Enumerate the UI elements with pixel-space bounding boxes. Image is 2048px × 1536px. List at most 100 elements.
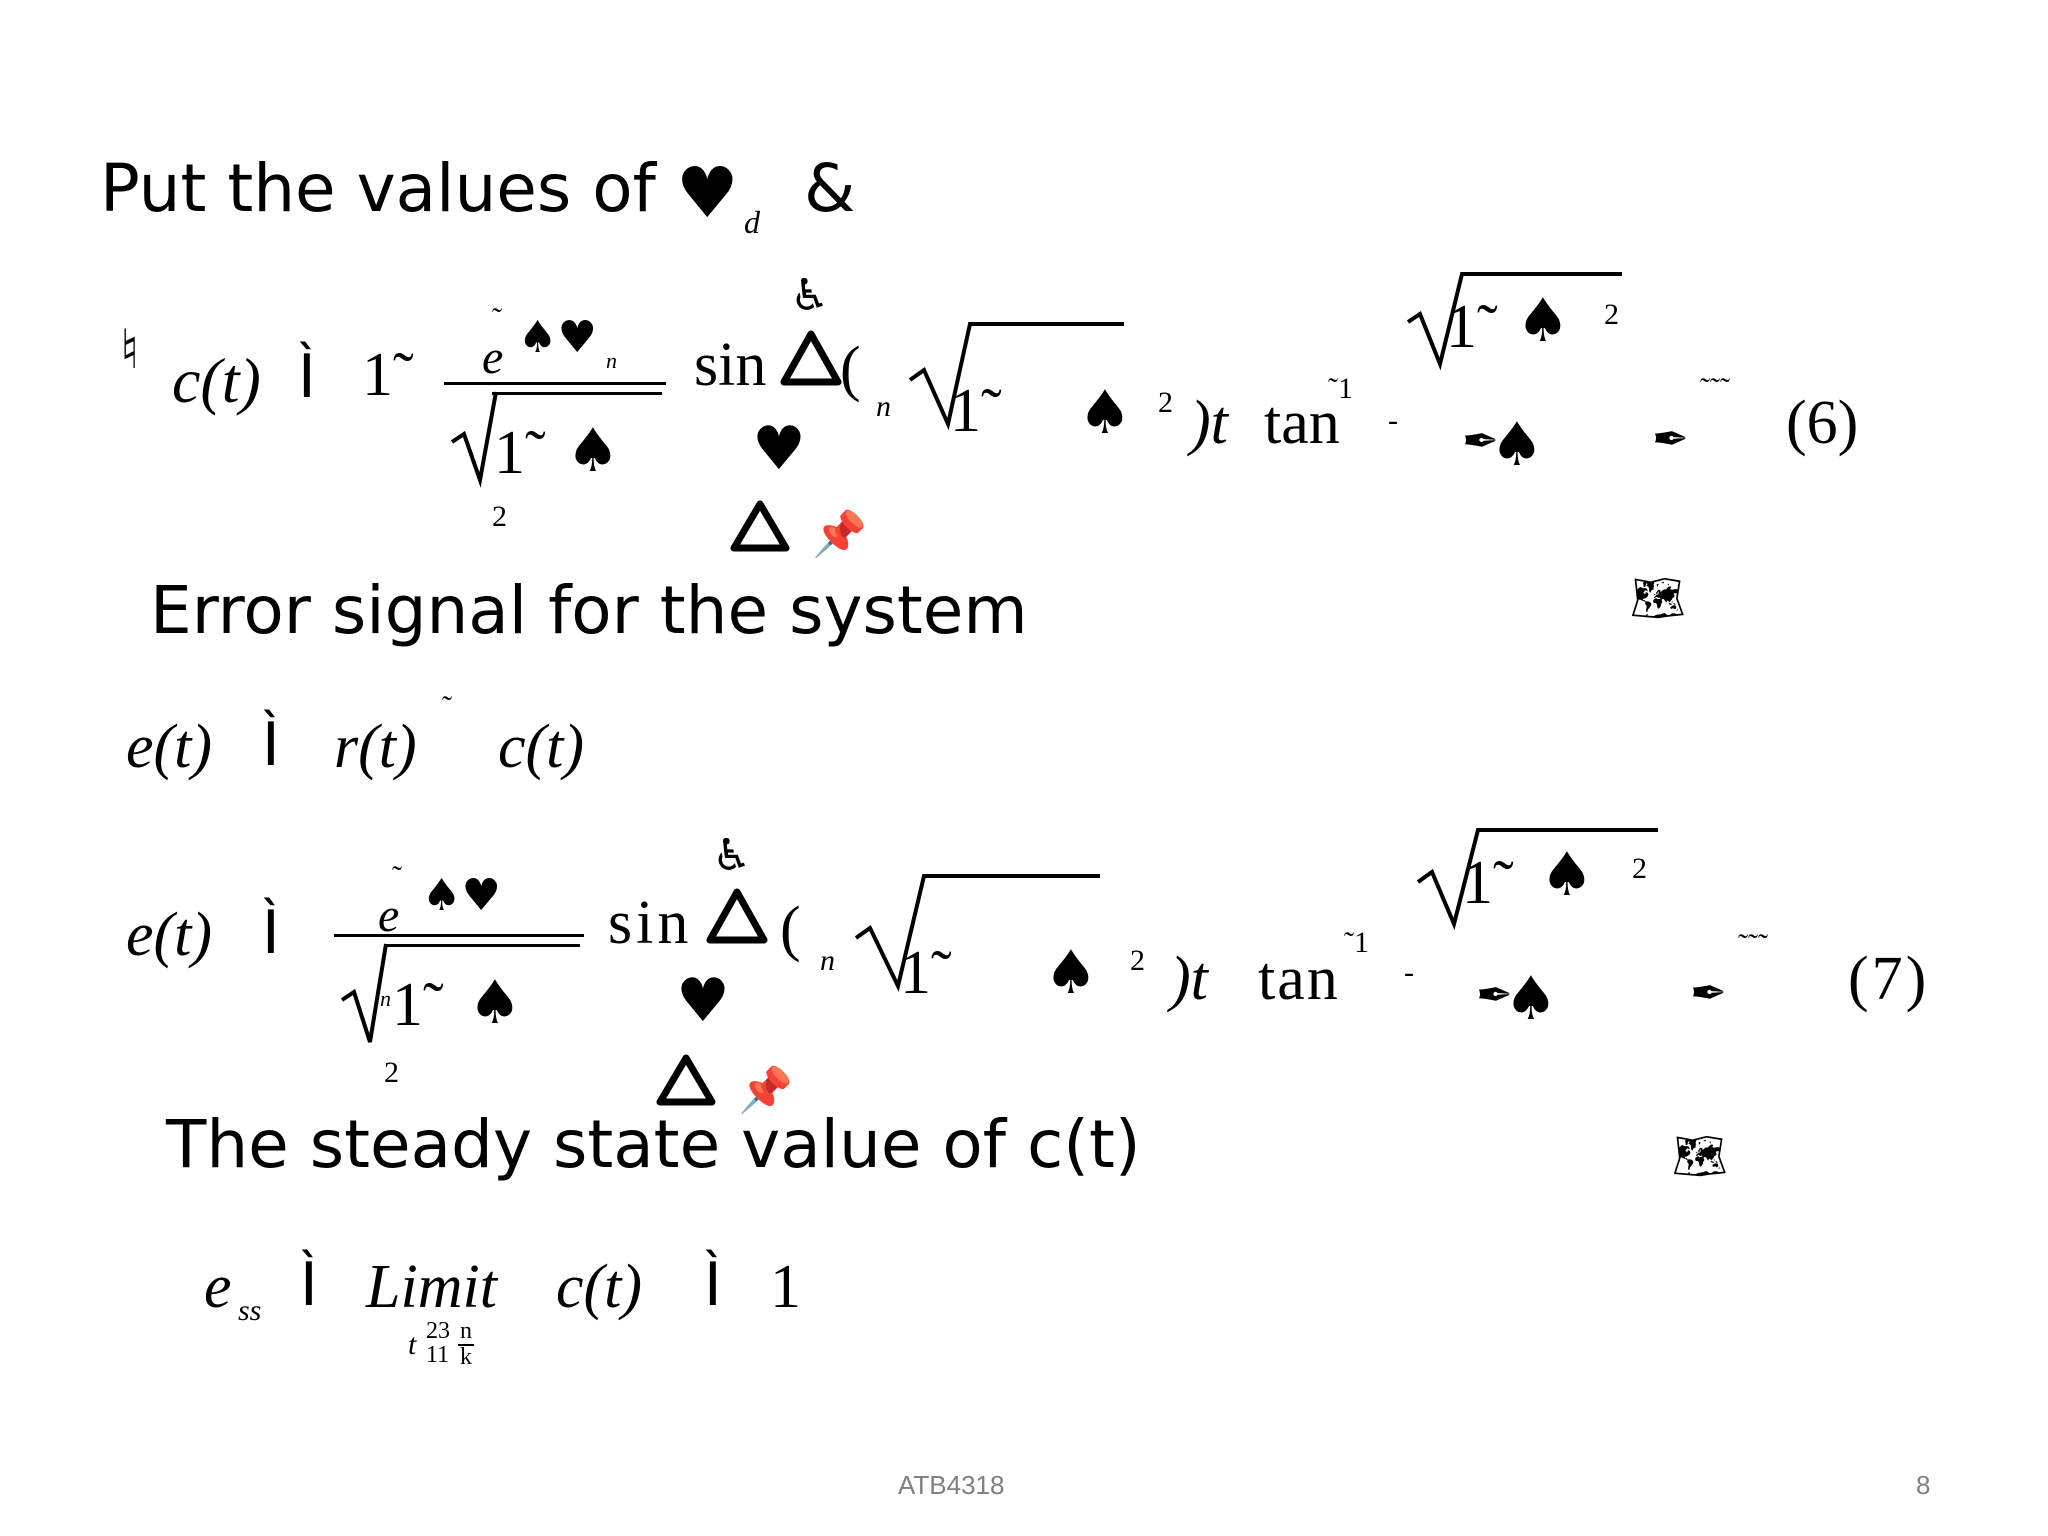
wheelchair-icon: ♿: [712, 830, 752, 881]
heart-icon: ♥: [676, 966, 730, 1036]
eq6-num-n: n: [606, 348, 617, 373]
eq6-sin: sin: [694, 331, 767, 399]
pushpin-icon: 📌: [812, 509, 867, 560]
eq7-big-root-sup: 2: [1632, 852, 1647, 885]
eq6-n: n: [876, 390, 891, 423]
spade-icon: ♠: [1540, 840, 1594, 910]
heading-subscript: d: [744, 204, 760, 240]
eq7-den-sqrt: [340, 943, 388, 1043]
heart-icon: ♥: [676, 152, 739, 234]
eq6-one: 1̃: [362, 341, 393, 409]
eq6-fraction-bar-2: [492, 392, 662, 395]
spade-icon: ♠: [1078, 378, 1132, 448]
eq6-prefix: ♮: [120, 318, 140, 381]
eq6-root-sqrt: [908, 322, 1124, 431]
eq-ss-e: e: [204, 1253, 232, 1321]
eq6-paren-open: (: [840, 335, 861, 403]
eq6-big-root-one: 1̃: [1446, 293, 1477, 361]
eq7-sin: sin: [608, 889, 693, 957]
heading-error-signal: Error signal for the system: [150, 572, 1028, 649]
eq7-tildes: ˜˜˜: [1738, 928, 1768, 961]
eq7-lhs: e(t): [126, 901, 213, 969]
eq6-equals: Ì: [298, 342, 316, 412]
eq6-label: (6): [1786, 389, 1859, 457]
eq-ss-under-t: t: [408, 1328, 417, 1361]
eq7-fraction-bar-2: [384, 944, 580, 947]
eq-ss-ct: c(t): [556, 1253, 643, 1321]
eq7-num-tilde: ˜: [392, 860, 402, 893]
eq7-equals: Ì: [262, 898, 280, 968]
world-map-icon: 🗺: [1672, 1131, 1728, 1182]
eq7-paren-open: (: [780, 895, 801, 963]
eq7-root-sup: 2: [1130, 944, 1145, 977]
eq-err-equals: Ì: [262, 710, 280, 780]
eq7-num-e: e: [378, 889, 400, 942]
eq-ss-under-frac-top: n: [460, 1318, 472, 1344]
eq-ss-under-frac-bot: k: [460, 1344, 472, 1370]
eq6-fraction-bar: [444, 382, 666, 385]
spade-icon: ♠: [566, 416, 620, 486]
spade-icon: ♠: [1516, 286, 1570, 356]
eq7-big-root-one: 1̃: [1462, 849, 1493, 917]
fountain-pen-icon: ✒: [1462, 416, 1499, 467]
heading-text: Put the values of: [100, 150, 656, 227]
eq7-tan: tan: [1258, 945, 1340, 1013]
spade-icon: ♠: [1490, 410, 1544, 480]
eq-err-r: r(t): [334, 713, 417, 781]
eq7-fraction-bar: [334, 934, 584, 937]
eq6-root-sup: 2: [1158, 386, 1173, 419]
footer-course-code: ATB4318: [898, 1470, 1005, 1500]
eq-err-lhs: e(t): [126, 713, 213, 781]
eq6-num-syms: ♠♥: [518, 312, 597, 363]
eq7-big-sqrt: [1416, 828, 1658, 931]
eq6-close: )t: [1190, 389, 1228, 457]
fountain-pen-icon: ✒: [1652, 414, 1689, 465]
heading-ampersand: &: [804, 150, 856, 227]
eq6-num-e: e: [482, 331, 504, 384]
footer-page-number: 8: [1916, 1470, 1931, 1500]
eq6-tan-dash: -: [1388, 404, 1398, 437]
eq-ss-under-num-bot: 11: [426, 1342, 450, 1368]
triangle-icon: [730, 500, 790, 552]
eq-ss-sub: ss: [238, 1294, 262, 1327]
heading-put-values: Put the values of: [100, 150, 656, 227]
eq7-tan-dash: -: [1404, 956, 1414, 989]
eq-ss-equals-2: Ì: [704, 1250, 722, 1320]
eq6-den-one: 1̃: [494, 419, 525, 487]
eq6-big-root-sup: 2: [1604, 298, 1619, 331]
eq-ss-limit: Limit: [366, 1253, 497, 1321]
eq-err-c: c(t): [498, 713, 585, 781]
eq6-tan-sup: ˜1: [1328, 372, 1353, 405]
eq-ss-under-frac-bar: [458, 1344, 474, 1346]
wheelchair-icon: ♿: [790, 270, 830, 321]
eq7-label: (7): [1848, 945, 1930, 1013]
eq7-close: )t: [1170, 945, 1208, 1013]
eq-ss-under-num-top: 23: [426, 1318, 450, 1344]
eq-ss-equals: Ì: [300, 1250, 318, 1320]
spade-icon: ♠: [1504, 964, 1558, 1034]
eq7-tan-sup: ˜1: [1344, 926, 1369, 959]
eq7-den-sup: 2: [384, 1056, 399, 1089]
fountain-pen-icon: ✒: [1476, 970, 1513, 1021]
eq-err-tilde: ˜: [442, 690, 452, 723]
triangle-icon: [656, 1054, 716, 1106]
spade-icon: ♠: [468, 968, 522, 1038]
eq7-n: n: [820, 944, 835, 977]
eq7-root-sqrt: [854, 874, 1100, 992]
eq6-tan: tan: [1264, 389, 1340, 457]
pushpin-icon: 📌: [738, 1065, 793, 1116]
heart-icon: ♥: [752, 414, 806, 484]
triangle-icon: [780, 330, 842, 386]
eq7-num-syms: ♠♥: [422, 870, 501, 921]
eq6-den-sup: 2: [492, 500, 507, 533]
heading-steady-state: The steady state value of c(t): [166, 1106, 1141, 1183]
eq6-big-sqrt: [1406, 272, 1622, 371]
eq7-den-n: n: [380, 986, 391, 1011]
eq6-den-sqrt: [450, 391, 498, 488]
eq6-lhs: c(t): [172, 345, 261, 416]
eq6-num-tilde: ˜: [492, 302, 502, 335]
eq6-root-one: 1̃: [950, 377, 981, 445]
eq-ss-one: 1: [770, 1253, 801, 1321]
eq7-root-one: 1̃: [900, 939, 931, 1007]
world-map-icon: 🗺: [1630, 573, 1686, 624]
